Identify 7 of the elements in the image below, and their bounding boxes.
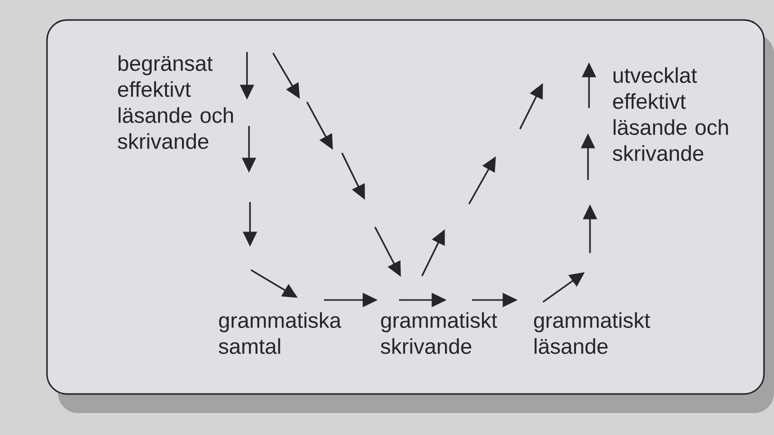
step-label: grammatiska samtal: [218, 312, 342, 354]
step-label: begränsat effektivt läsande och skrivande: [118, 55, 233, 149]
step-label: grammatiskt skrivande: [380, 312, 498, 354]
arrow-chain: [272, 52, 402, 278]
arrow-chain: [421, 82, 544, 276]
step-label: grammatiskt läsande: [534, 312, 650, 354]
step-label: utvecklat effektivt läsande och skrivande: [612, 67, 728, 161]
